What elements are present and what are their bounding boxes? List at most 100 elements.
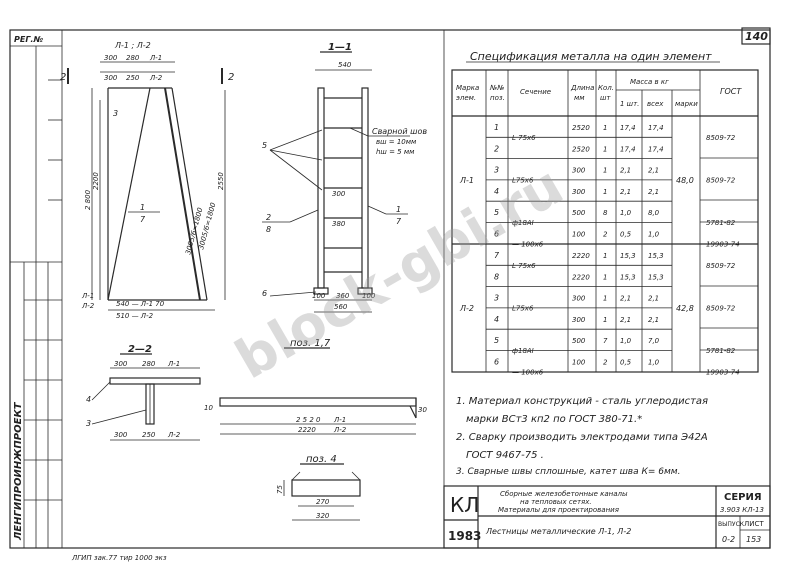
- note-line-5: 3. Сварные швы сплошные, катет шва К= 6м…: [456, 467, 680, 477]
- spec-cell-length: 2520: [572, 145, 590, 153]
- hdr-section: Сечение: [520, 88, 551, 96]
- dim-s22-300: 300: [114, 360, 128, 368]
- dim-top-l1: Л-1: [149, 54, 162, 62]
- section-2-2-label: 2—2: [128, 344, 152, 355]
- callout-3b: 3: [86, 419, 91, 428]
- spec-cell-section: L 75x6: [512, 262, 536, 270]
- spec-cell-length: 2220: [572, 273, 590, 281]
- spec-cell-section: — 100х6: [512, 369, 544, 377]
- spec-cell-all: 1,0: [648, 231, 660, 239]
- notes: 1. Материал конструкций - сталь углероди…: [456, 396, 708, 477]
- spec-cell-gost: 8509-72: [706, 305, 736, 313]
- spec-cell-one: 2,1: [620, 316, 631, 324]
- dim-top-300: 300: [104, 54, 118, 62]
- spec-cell-length: 100: [572, 231, 586, 239]
- spec-cell-section: ф18АI: [512, 347, 534, 355]
- spec-cell-length: 500: [572, 337, 586, 345]
- spec-cell-qty: 8: [603, 209, 608, 217]
- spec-cell-all: 8,0: [648, 209, 660, 217]
- spec-cell-pos: 8: [494, 272, 499, 281]
- spec-cell-length: 2220: [572, 252, 590, 260]
- pos17-label: поз. 1,7: [290, 338, 331, 349]
- spec-cell-one: 0,5: [620, 359, 632, 367]
- dim-bot-510: 510 — Л-2: [116, 312, 154, 320]
- dim-s22-280: 280: [142, 360, 156, 368]
- spec-cell-length: 300: [572, 188, 586, 196]
- spec-cell-one: 2,1: [620, 188, 631, 196]
- spec-cell-all: 7,0: [648, 337, 660, 345]
- spec-cell-one: 0,5: [620, 231, 632, 239]
- tb-issue-value: 0-2: [722, 535, 735, 544]
- dim-p17-2520: 2 5 2 0: [296, 416, 321, 424]
- weld-note-title: Сварной шов: [372, 127, 427, 136]
- dim-p4-270: 270: [316, 498, 330, 506]
- dim-w-300: 300: [332, 190, 346, 198]
- tb-drawing-name: Лестницы металлические Л-1, Л-2: [485, 527, 631, 536]
- callout-1b: 1: [396, 205, 401, 214]
- dim-s22-250: 250: [142, 431, 156, 439]
- dim-w-540: 540: [338, 61, 352, 69]
- spec-cell-one: 2,1: [620, 167, 631, 175]
- spec-cell-length: 500: [572, 209, 586, 217]
- spec-cell-all: 1,0: [648, 359, 660, 367]
- spec-cell-all: 17,4: [648, 124, 664, 132]
- tb-desc-1: Сборные железобетонные каналы: [500, 490, 628, 498]
- spec-cell-gost: 8509-72: [706, 134, 736, 142]
- dim-s22-300b: 300: [114, 431, 128, 439]
- spec-cell-section: L75x6: [512, 177, 534, 185]
- view-pos-1-7: поз. 1,7 10 30 2 5 2 0 Л-1 2220 Л-2: [204, 338, 427, 435]
- spec-cell-pos: 7: [494, 251, 500, 260]
- spec-cell-qty: 2: [603, 231, 608, 239]
- spec-cell-section: ф18АI: [512, 219, 534, 227]
- callout-4: 4: [86, 395, 91, 404]
- spec-cell-qty: 1: [603, 252, 607, 260]
- spec-cell-qty: 1: [603, 188, 607, 196]
- dim-bot-540: 540 — Л-1 70: [116, 300, 165, 308]
- reg-label: РЕГ.№: [14, 35, 43, 44]
- dim-w-380: 380: [332, 220, 346, 228]
- hdr-qty: Кол.шт: [598, 84, 614, 102]
- spec-cell-all: 17,4: [648, 145, 664, 153]
- tb-sheet-value: 153: [746, 535, 761, 544]
- tb-desc-3: Материалы для проектирования: [498, 506, 619, 514]
- spec-cell-one: 2,1: [620, 295, 631, 303]
- weld-note-b: вш = 10мм: [376, 138, 417, 146]
- spec-table: Спецификация металла на один элемент Мар…: [451, 50, 759, 377]
- footer-print-note: ЛГИП зак.77 тир 1000 экз: [71, 554, 167, 562]
- dim-top-250: 250: [126, 74, 140, 82]
- spec-cell-pos: 2: [494, 144, 499, 153]
- callout-7b: 7: [396, 217, 402, 226]
- spec-cell-pos: 6: [494, 230, 499, 239]
- spec-cell-one: 1,0: [620, 337, 632, 345]
- note-line-3: 2. Сварку производить электродами типа Э…: [456, 432, 708, 443]
- spec-cell-all: 2,1: [648, 316, 659, 324]
- spec-cell-pos: 5: [494, 208, 499, 217]
- spec-cell-pos: 3: [494, 166, 499, 175]
- watermark: block-gbi.ru: [225, 154, 573, 392]
- spec-cell-qty: 1: [603, 295, 607, 303]
- sheet-number-box: [741, 27, 771, 45]
- spec-cell-all: 2,1: [648, 295, 659, 303]
- view-side-label: Л-1 ; Л-2: [114, 41, 151, 50]
- spec-cell-gost: 8509-72: [706, 262, 736, 270]
- dim-top-300b: 300: [104, 74, 118, 82]
- spec-cell-qty: 1: [603, 145, 607, 153]
- spec-group-mark: Л-1: [459, 176, 474, 185]
- dim-h-2800: 2 800: [84, 189, 92, 210]
- spec-group-total: 48,0: [676, 176, 694, 185]
- spec-cell-one: 1,0: [620, 209, 632, 217]
- spec-cell-all: 15,3: [648, 273, 664, 281]
- dim-s22-l1: Л-1: [167, 360, 180, 368]
- spec-cell-length: 2520: [572, 124, 590, 132]
- callout-2: 2: [266, 213, 271, 222]
- spec-cell-one: 15,3: [620, 273, 636, 281]
- callout-8: 8: [266, 225, 271, 234]
- dim-p4-320: 320: [316, 512, 330, 520]
- spec-cell-gost: 5781-82: [706, 347, 736, 355]
- view-section-1-1: 1—1 540 300 380 100 360 100 560 Сварной …: [262, 42, 427, 313]
- hdr-mass-one: 1 шт.: [620, 100, 639, 108]
- hdr-gost: ГОСТ: [720, 87, 742, 96]
- spec-cell-qty: 1: [603, 316, 607, 324]
- spec-cell-gost: 8509-72: [706, 177, 736, 185]
